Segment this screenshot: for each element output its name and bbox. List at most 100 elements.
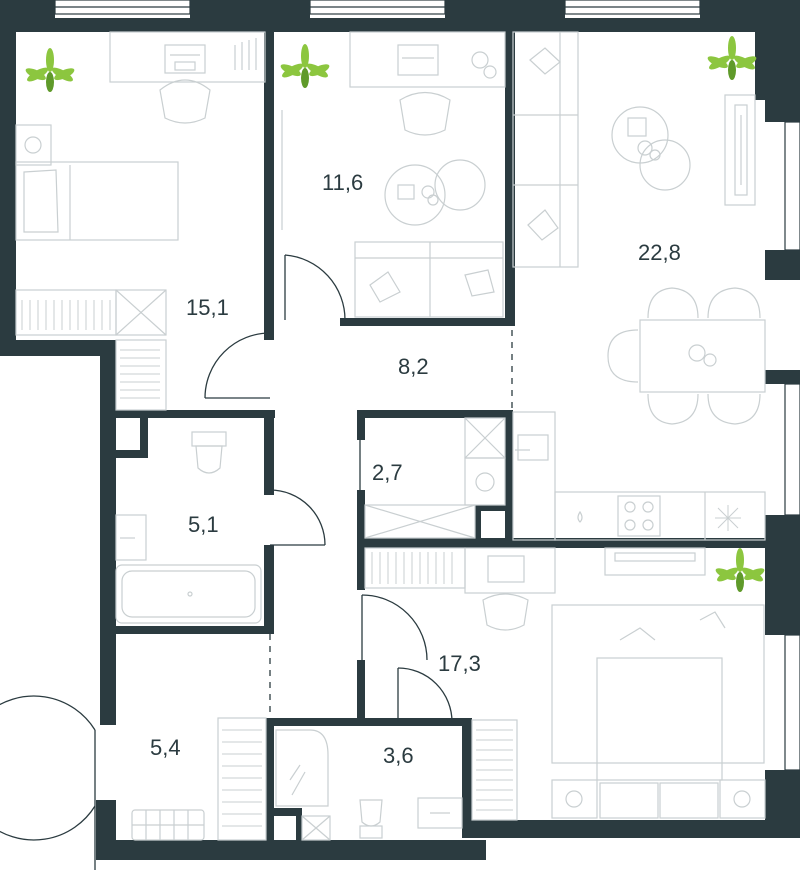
washbasin <box>115 514 147 561</box>
wardrobe <box>217 717 267 841</box>
closet-furniture <box>364 417 506 539</box>
plant-icon <box>707 36 757 80</box>
room-area-closet: 2,7 <box>372 460 403 485</box>
wall-closet-top <box>357 410 512 418</box>
monitor-icon <box>397 44 439 76</box>
desk <box>349 31 506 88</box>
room-area-entrance-hall: 5,4 <box>150 735 181 760</box>
chair <box>399 91 451 136</box>
plant-icon <box>715 548 765 592</box>
living-furniture <box>512 31 766 541</box>
plant-icon <box>280 44 330 88</box>
wall-closet-left <box>357 490 365 545</box>
wall-right-c <box>765 370 800 384</box>
wall-left-step <box>0 340 116 356</box>
sofa <box>354 241 504 318</box>
wall-wc-top <box>266 718 472 726</box>
wall-kitchen-left <box>505 410 513 540</box>
wall-top-3 <box>445 0 565 20</box>
cabinet <box>115 289 167 336</box>
room-area-living-kitchen: 22,8 <box>638 240 681 265</box>
wardrobe-2 <box>115 339 167 411</box>
toilet-icon <box>195 445 223 474</box>
wall-shaft-right <box>140 418 148 458</box>
bedroom-middle-furniture <box>281 31 506 318</box>
sink-icon <box>517 434 549 461</box>
bathroom-furniture <box>115 431 262 624</box>
wall-right-a <box>765 100 800 122</box>
bed <box>15 161 179 241</box>
wall-shaft2 <box>475 505 505 511</box>
window-right-2 <box>784 383 800 516</box>
wall-right-d <box>765 515 800 635</box>
wall-wc-shaft-side <box>296 808 302 840</box>
kitchen-counter <box>554 491 766 541</box>
wall-master-left-top <box>357 545 365 590</box>
entrance-furniture <box>131 717 267 841</box>
wall-bed1-bottom <box>115 410 275 418</box>
chair <box>159 79 211 124</box>
room-area-bathroom: 5,1 <box>188 512 219 537</box>
tv-stand <box>724 94 756 206</box>
wall-bottom <box>96 840 486 860</box>
shelf <box>364 504 476 539</box>
wardrobe <box>15 289 117 336</box>
wardrobe-2 <box>471 719 518 821</box>
wall-master-left <box>357 660 365 720</box>
bathtub <box>115 564 262 624</box>
wall-right-top <box>755 0 800 100</box>
sofa <box>512 31 579 268</box>
nightstand <box>551 779 598 819</box>
wall-bed1-stub <box>264 320 274 340</box>
room-area-bedroom-left: 15,1 <box>186 295 229 320</box>
inner-walls <box>115 30 770 840</box>
pillow <box>23 169 59 233</box>
bed <box>551 604 765 764</box>
wall-master-top <box>357 538 770 548</box>
toilet-icon <box>359 799 383 827</box>
wc-furniture <box>275 729 463 841</box>
wall-right-e <box>765 770 800 838</box>
nightstand <box>15 124 52 166</box>
stove-icon <box>617 495 661 537</box>
wall-wc-right <box>462 720 472 838</box>
dining-table <box>639 319 766 393</box>
wall-shaft-bottom <box>115 450 148 458</box>
wall-wc-left <box>266 718 274 840</box>
room-area-bedroom-middle: 11,6 <box>322 170 363 195</box>
windows <box>54 0 800 771</box>
plant-icon <box>25 48 75 92</box>
desk <box>109 31 266 83</box>
wall-top-base <box>0 18 800 32</box>
round-table <box>384 164 446 226</box>
tv-stand <box>604 547 706 576</box>
wall-bath-bottom <box>115 626 274 634</box>
toilet-tank <box>191 431 227 447</box>
doors <box>0 254 453 870</box>
monitor-icon <box>164 44 206 74</box>
wall-bed1-bed2 <box>264 30 274 320</box>
wall-bath-right-lower <box>264 545 274 630</box>
wall-bed2-bottom <box>340 318 515 326</box>
desk <box>464 547 556 594</box>
room-area-wc: 3,6 <box>383 743 414 768</box>
room-labels: 15,1 11,6 22,8 8,2 2,7 5,1 17,3 5,4 3,6 <box>150 170 681 768</box>
window-right-1 <box>784 121 800 251</box>
wall-bottom-right <box>462 820 800 838</box>
shower-icon <box>275 729 329 807</box>
wall-bath-right-upper <box>264 410 274 495</box>
monitor-icon <box>487 555 525 583</box>
wall-left-upper <box>0 0 16 355</box>
wall-closet-left-top <box>357 410 365 440</box>
boiler-icon <box>475 472 495 492</box>
chair <box>482 593 529 631</box>
washbasin <box>417 797 463 829</box>
wall-bed2-living <box>505 30 515 325</box>
room-area-hallway: 8,2 <box>398 354 429 379</box>
master-bedroom-furniture <box>364 547 766 821</box>
bedroom-left-furniture <box>15 31 266 411</box>
kitchen-counter-left <box>512 411 556 541</box>
window-right-3 <box>784 634 800 771</box>
